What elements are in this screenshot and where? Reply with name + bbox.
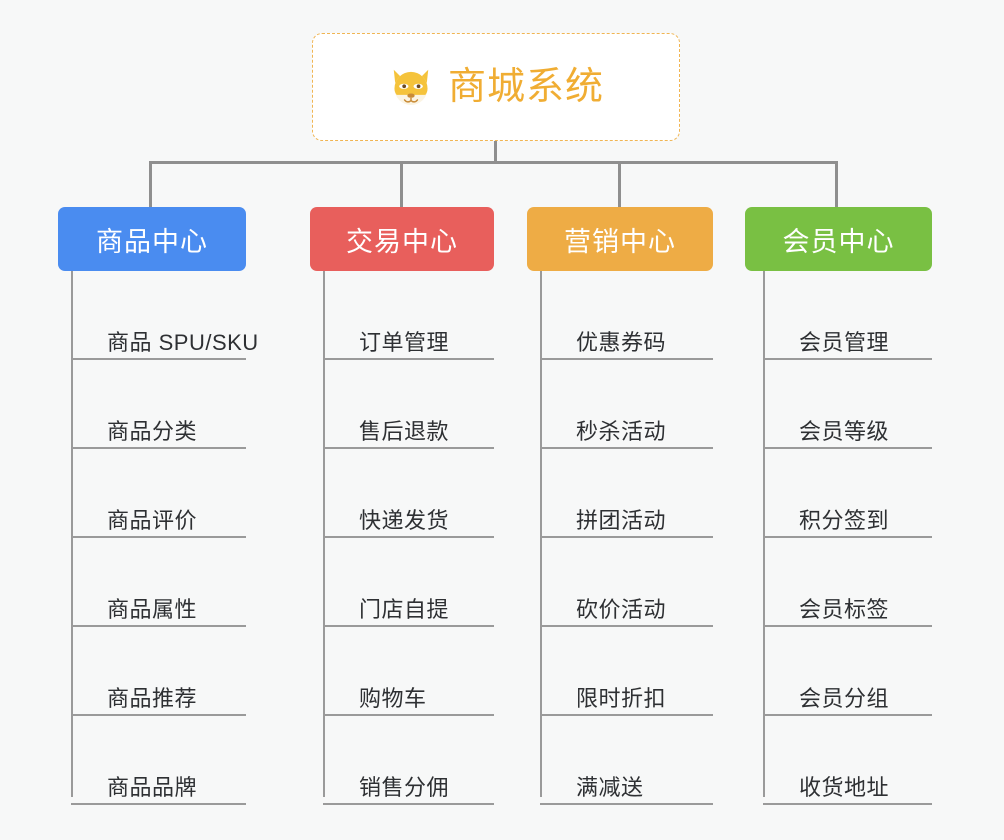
leaf-label: 商品 SPU/SKU <box>107 329 259 355</box>
leaf-label: 售后退款 <box>359 418 450 444</box>
branch-header-3[interactable]: 营销中心 <box>527 207 713 271</box>
leaf-item[interactable]: 商品推荐 <box>71 627 246 716</box>
branch-title-2: 交易中心 <box>346 226 458 257</box>
leaf-spine-1 <box>71 271 73 797</box>
leaf-item[interactable]: 销售分佣 <box>323 716 494 805</box>
root-node[interactable]: 商城系统 <box>312 33 680 141</box>
leaf-label: 会员等级 <box>799 418 890 444</box>
branch-header-4[interactable]: 会员中心 <box>745 207 932 271</box>
branch-header-1[interactable]: 商品中心 <box>58 207 246 271</box>
leaf-label: 拼团活动 <box>576 507 667 533</box>
leaf-label: 会员分组 <box>799 685 890 711</box>
leaf-item[interactable]: 商品属性 <box>71 538 246 627</box>
branch-title-1: 商品中心 <box>96 226 208 257</box>
leaf-list-3: 优惠券码 秒杀活动 拼团活动 砍价活动 限时折扣 满减送 <box>540 271 713 805</box>
branch-title-4: 会员中心 <box>782 226 895 257</box>
leaf-label: 商品推荐 <box>107 685 198 711</box>
leaf-item[interactable]: 商品 SPU/SKU <box>71 271 258 360</box>
leaf-list-1: 商品 SPU/SKU 商品分类 商品评价 商品属性 商品推荐 商品品牌 <box>71 271 258 805</box>
leaf-list-4: 会员管理 会员等级 积分签到 会员标签 会员分组 收货地址 <box>763 271 932 805</box>
branch-header-2[interactable]: 交易中心 <box>310 207 494 271</box>
leaf-spine-2 <box>323 271 325 797</box>
leaf-item[interactable]: 秒杀活动 <box>540 360 713 449</box>
branch-column-3: 营销中心 优惠券码 秒杀活动 拼团活动 砍价活动 限时折扣 满减送 <box>527 207 713 805</box>
leaf-item[interactable]: 商品分类 <box>71 360 246 449</box>
leaf-item[interactable]: 满减送 <box>540 716 713 805</box>
leaf-label: 会员标签 <box>799 596 890 622</box>
connector-drop-3 <box>618 161 621 207</box>
connector-drop-1 <box>149 161 152 207</box>
leaf-item[interactable]: 会员标签 <box>763 538 932 627</box>
leaf-item[interactable]: 优惠券码 <box>540 271 713 360</box>
shiba-dog-icon <box>393 69 429 105</box>
leaf-item[interactable]: 积分签到 <box>763 449 932 538</box>
leaf-label: 订单管理 <box>359 329 450 355</box>
leaf-item[interactable]: 会员管理 <box>763 271 932 360</box>
branch-column-4: 会员中心 会员管理 会员等级 积分签到 会员标签 会员分组 收货地址 <box>745 207 932 805</box>
root-title: 商城系统 <box>447 66 604 108</box>
leaf-list-2: 订单管理 售后退款 快递发货 门店自提 购物车 销售分佣 <box>323 271 494 805</box>
connector-root-vertical <box>494 141 497 163</box>
leaf-spine-3 <box>540 271 542 797</box>
branch-column-1: 商品中心 商品 SPU/SKU 商品分类 商品评价 商品属性 商品推荐 商品品牌 <box>58 207 258 805</box>
leaf-label: 收货地址 <box>799 774 890 800</box>
leaf-item[interactable]: 砍价活动 <box>540 538 713 627</box>
leaf-label: 商品分类 <box>107 418 198 444</box>
leaf-item[interactable]: 会员分组 <box>763 627 932 716</box>
connector-drop-4 <box>835 161 838 207</box>
leaf-label: 门店自提 <box>359 596 450 622</box>
connector-horizontal-bus <box>149 161 838 164</box>
leaf-label: 砍价活动 <box>576 596 667 622</box>
leaf-label: 限时折扣 <box>576 685 667 711</box>
leaf-label: 商品品牌 <box>107 774 198 800</box>
leaf-label: 秒杀活动 <box>576 418 667 444</box>
leaf-label: 销售分佣 <box>359 774 450 800</box>
leaf-item[interactable]: 商品评价 <box>71 449 246 538</box>
leaf-item[interactable]: 售后退款 <box>323 360 494 449</box>
branch-title-3: 营销中心 <box>564 226 676 257</box>
leaf-spine-4 <box>763 271 765 797</box>
leaf-item[interactable]: 门店自提 <box>323 538 494 627</box>
leaf-label: 积分签到 <box>799 507 890 533</box>
leaf-label: 优惠券码 <box>576 329 667 355</box>
leaf-label: 商品属性 <box>107 596 198 622</box>
leaf-item[interactable]: 拼团活动 <box>540 449 713 538</box>
leaf-label: 商品评价 <box>107 507 198 533</box>
leaf-label: 会员管理 <box>799 329 890 355</box>
leaf-label: 快递发货 <box>359 507 450 533</box>
connector-drop-2 <box>400 161 403 207</box>
leaf-item[interactable]: 收货地址 <box>763 716 932 805</box>
leaf-item[interactable]: 会员等级 <box>763 360 932 449</box>
leaf-item[interactable]: 限时折扣 <box>540 627 713 716</box>
leaf-item[interactable]: 快递发货 <box>323 449 494 538</box>
leaf-item[interactable]: 商品品牌 <box>71 716 246 805</box>
leaf-item[interactable]: 订单管理 <box>323 271 494 360</box>
branch-column-2: 交易中心 订单管理 售后退款 快递发货 门店自提 购物车 销售分佣 <box>310 207 494 805</box>
leaf-item[interactable]: 购物车 <box>323 627 494 716</box>
leaf-label: 购物车 <box>359 685 427 711</box>
leaf-label: 满减送 <box>576 774 644 800</box>
